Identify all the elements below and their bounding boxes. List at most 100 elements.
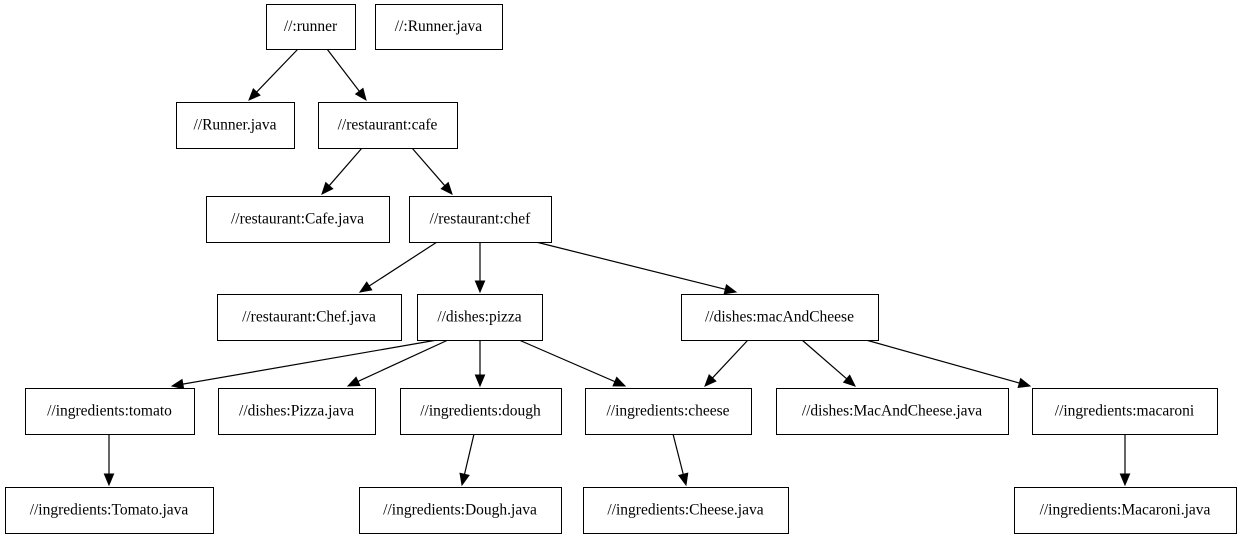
node-box — [317, 101, 459, 150]
edge-line — [357, 339, 449, 382]
graph-edge-dishes_pizza-to-ing_cheese — [518, 339, 627, 387]
node-label: //ingredients:macaroni — [1055, 403, 1195, 420]
node-box — [584, 387, 753, 436]
node-box — [265, 3, 357, 51]
arrowhead-icon — [474, 374, 486, 388]
graph-edge-dishes_pizza-to-ing_dough — [474, 340, 486, 388]
edge-line — [256, 48, 299, 93]
node-label: //ingredients:Dough.java — [383, 502, 537, 519]
node-label: //ingredients:cheese — [606, 403, 729, 420]
node-box — [1013, 486, 1238, 535]
node-box — [216, 293, 403, 342]
graph-node-chef_java[interactable]: //restaurant:Chef.java — [216, 293, 403, 342]
graph-edge-dishes_mac-to-mac_java — [801, 339, 856, 387]
graph-node-dishes_mac[interactable]: //dishes:macAndCheese — [680, 293, 880, 342]
arrowhead-icon — [248, 87, 261, 101]
node-box — [217, 387, 377, 436]
graph-edge-restaurant_cafe-to-restaurant_chef — [411, 147, 453, 195]
edge-layer — [103, 48, 1131, 487]
edge-line — [463, 433, 475, 475]
graph-node-restaurant_cafe[interactable]: //restaurant:cafe — [317, 101, 459, 150]
graph-node-ing_macaroni[interactable]: //ingredients:macaroni — [1031, 387, 1219, 436]
graph-edge-runner-to-runner_java — [248, 48, 299, 101]
edge-line — [328, 147, 363, 187]
graph-node-macaroni_java[interactable]: //ingredients:Macaroni.java — [1013, 486, 1238, 535]
graph-node-dough_java[interactable]: //ingredients:Dough.java — [358, 486, 563, 535]
arrowhead-icon — [1119, 473, 1131, 487]
node-box — [4, 486, 215, 535]
arrowhead-icon — [842, 374, 856, 387]
arrowhead-icon — [354, 87, 367, 102]
graph-node-runner_java_root[interactable]: //:Runner.java — [374, 3, 504, 51]
node-label: //dishes:pizza — [437, 309, 521, 326]
arrowhead-icon — [170, 378, 185, 390]
node-label: //restaurant:Cafe.java — [231, 211, 364, 228]
node-label: //dishes:Pizza.java — [239, 403, 354, 420]
node-box — [582, 486, 790, 535]
node-label: //restaurant:cafe — [338, 117, 438, 134]
graph-node-tomato_java[interactable]: //ingredients:Tomato.java — [4, 486, 215, 535]
arrowhead-icon — [346, 376, 361, 387]
graph-node-runner[interactable]: //:runner — [265, 3, 357, 51]
node-box — [1031, 387, 1219, 436]
arrowhead-icon — [723, 284, 738, 295]
edge-line — [712, 339, 749, 379]
graph-edge-runner-to-restaurant_cafe — [326, 48, 367, 102]
graph-edge-restaurant_chef-to-dishes_mac — [535, 241, 738, 295]
graph-edge-dishes_pizza-to-ing_tomato — [170, 339, 438, 390]
node-label: //Runner.java — [193, 117, 276, 134]
graph-node-mac_java[interactable]: //dishes:MacAndCheese.java — [775, 387, 1010, 436]
arrowhead-icon — [440, 181, 453, 195]
edge-line — [672, 433, 684, 475]
node-box — [408, 195, 553, 244]
edge-line — [801, 339, 848, 380]
arrowhead-icon — [1017, 377, 1032, 389]
graph-edge-ing_cheese-to-cheese_java — [672, 433, 689, 487]
graph-edge-ing_dough-to-dough_java — [459, 433, 475, 487]
graph-node-ing_tomato[interactable]: //ingredients:tomato — [24, 387, 196, 436]
node-box — [175, 101, 296, 150]
edge-line — [535, 241, 726, 290]
graph-node-cafe_java[interactable]: //restaurant:Cafe.java — [205, 195, 391, 244]
node-label: //ingredients:tomato — [47, 403, 172, 420]
node-box — [416, 293, 544, 342]
graph-node-pizza_java[interactable]: //dishes:Pizza.java — [217, 387, 377, 436]
edge-line — [368, 241, 438, 287]
arrowhead-icon — [474, 280, 486, 294]
arrowhead-icon — [612, 376, 627, 387]
node-label: //ingredients:Tomato.java — [30, 502, 189, 519]
graph-node-runner_java[interactable]: //Runner.java — [175, 101, 296, 150]
graph-edge-dishes_mac-to-ing_macaroni — [865, 339, 1032, 389]
graph-edge-dishes_mac-to-ing_cheese — [704, 339, 749, 387]
node-box — [358, 486, 563, 535]
graph-edge-restaurant_chef-to-dishes_pizza — [474, 242, 486, 294]
graph-node-ing_dough[interactable]: //ingredients:dough — [399, 387, 563, 436]
arrowhead-icon — [358, 281, 373, 293]
node-layer: //:runner //:Runner.java //Runner.java //re… — [4, 3, 1238, 535]
node-box — [24, 387, 196, 436]
edge-line — [326, 48, 360, 92]
graph-edge-dishes_pizza-to-pizza_java — [346, 339, 449, 387]
graph-node-ing_cheese[interactable]: //ingredients:cheese — [584, 387, 753, 436]
node-label: //dishes:MacAndCheese.java — [802, 403, 982, 420]
graph-node-cheese_java[interactable]: //ingredients:Cheese.java — [582, 486, 790, 535]
arrowhead-icon — [459, 472, 470, 487]
node-label: //ingredients:dough — [420, 403, 541, 420]
graph-edge-restaurant_chef-to-chef_java — [358, 241, 438, 293]
node-box — [205, 195, 391, 244]
graph-node-dishes_pizza[interactable]: //dishes:pizza — [416, 293, 544, 342]
arrowhead-icon — [103, 473, 115, 487]
graph-edge-ing_macaroni-to-macaroni_java — [1119, 434, 1131, 487]
graph-node-restaurant_chef[interactable]: //restaurant:chef — [408, 195, 553, 244]
graph-edge-ing_tomato-to-tomato_java — [103, 434, 115, 487]
node-label: //:runner — [284, 18, 338, 35]
edge-line — [865, 339, 1020, 384]
edge-line — [518, 339, 616, 383]
node-label: //:Runner.java — [395, 18, 483, 35]
node-box — [374, 3, 504, 51]
node-box — [399, 387, 563, 436]
edge-line — [182, 339, 438, 385]
node-label: //restaurant:chef — [430, 211, 532, 228]
arrowhead-icon — [677, 472, 689, 487]
